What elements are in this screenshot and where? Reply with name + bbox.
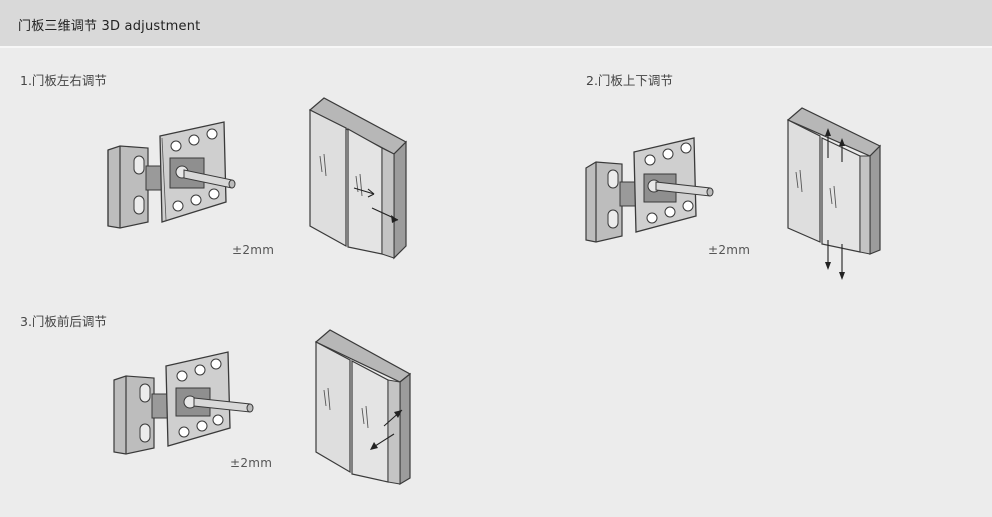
tolerance-front-back: ±2mm	[230, 456, 273, 470]
section-label-front-back: 3.门板前后调节	[20, 314, 107, 329]
hinge-illustration-left-right	[107, 121, 236, 229]
section-label-left-right: 1.门板左右调节	[20, 73, 107, 88]
door-illustration-front-back	[314, 329, 412, 486]
hinge-illustration-front-back	[113, 351, 254, 455]
page-title: 门板三维调节 3D adjustment	[18, 19, 201, 34]
door-illustration-left-right	[308, 97, 407, 260]
section-label-up-down: 2.门板上下调节	[586, 73, 673, 88]
tolerance-up-down: ±2mm	[708, 243, 751, 257]
header-bar: 门板三维调节 3D adjustment	[0, 0, 992, 48]
door-illustration-up-down	[786, 107, 882, 280]
tolerance-left-right: ±2mm	[232, 243, 275, 257]
hinge-illustration-up-down	[585, 137, 714, 243]
